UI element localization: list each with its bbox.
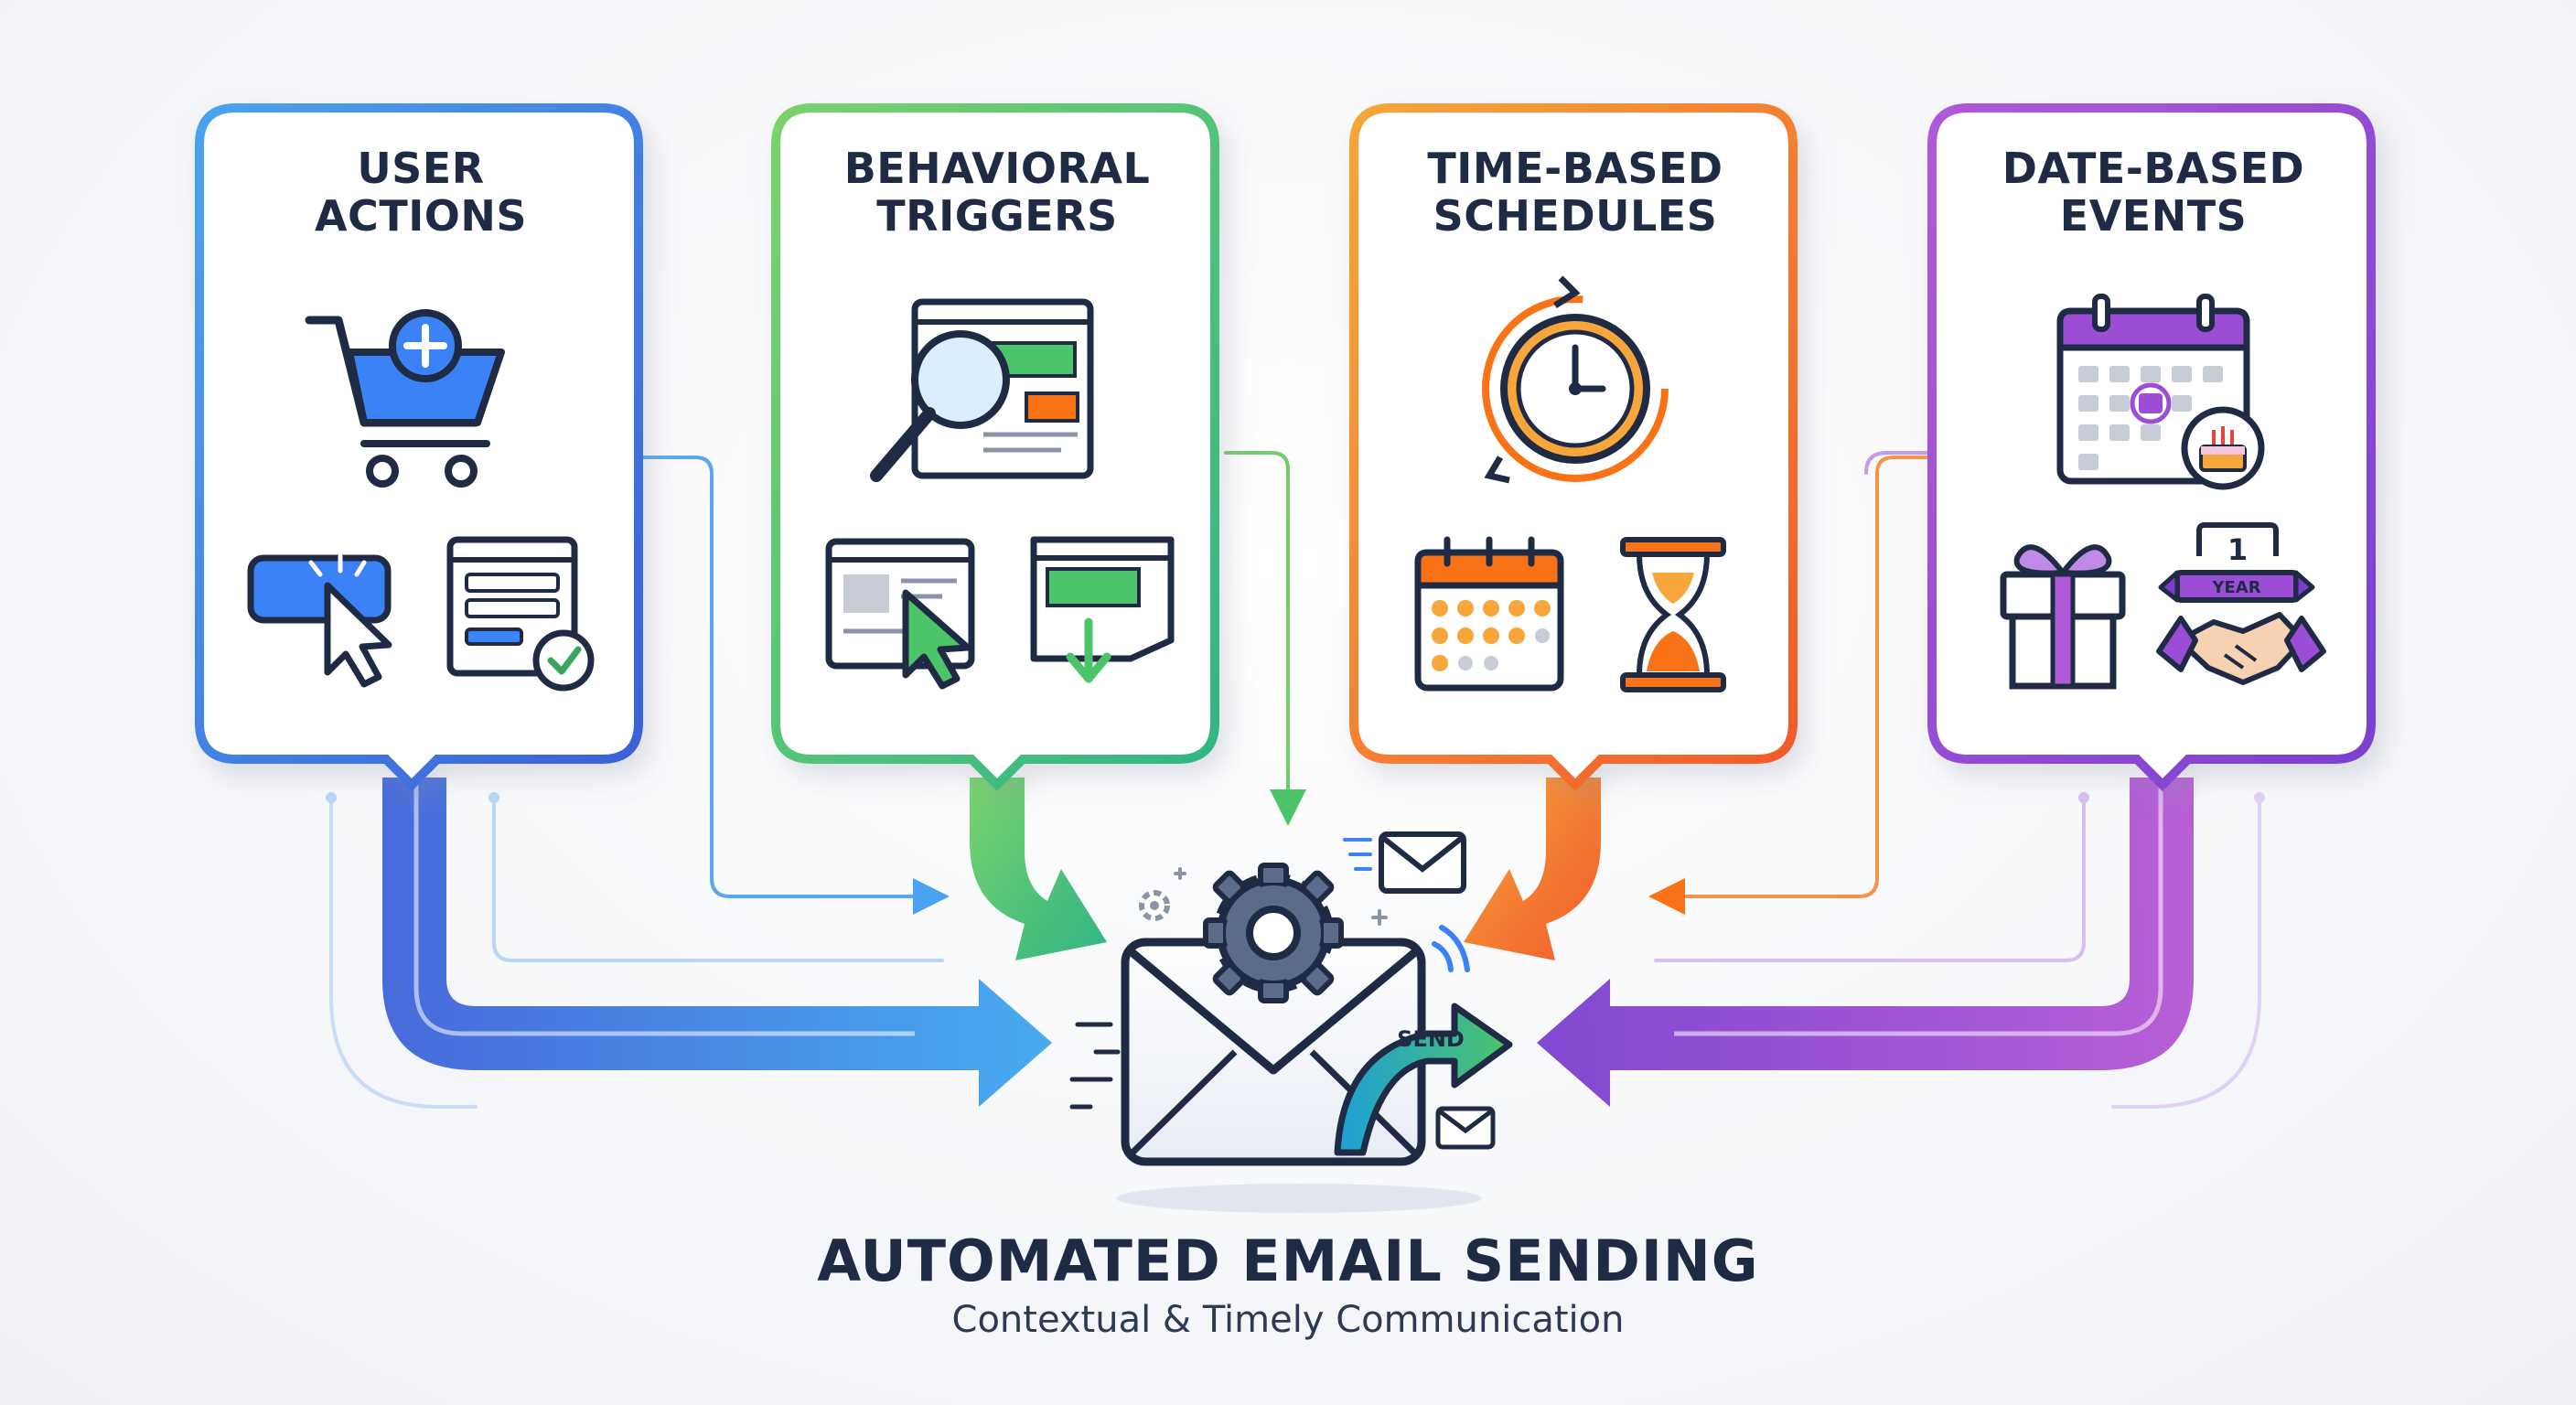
card-behavioral-triggers: [771, 103, 1219, 792]
sparkle-icon: [1174, 867, 1388, 926]
form-submit-icon: [446, 536, 595, 692]
card-title-line2: ACTIONS: [314, 191, 528, 241]
send-label: SEND: [1397, 1026, 1465, 1052]
card-title-behavioral-triggers: BEHAVIORAL TRIGGERS: [759, 145, 1235, 240]
mini-envelope-icon: [1343, 831, 1466, 894]
calendar-checks-icon: [1414, 536, 1564, 692]
card-title-line1: TIME-BASED: [1427, 144, 1723, 193]
clock-cycle-icon: [1482, 275, 1669, 484]
page-click-icon: [825, 538, 975, 690]
hourglass-icon: [1620, 537, 1726, 692]
speed-lines-icon: [1069, 1022, 1121, 1110]
connector-lines: [326, 451, 2265, 1109]
card-user-actions: [195, 103, 643, 792]
gear-icon: [1203, 863, 1344, 1003]
card-title-line2: SCHEDULES: [1433, 191, 1718, 241]
gift-icon: [2000, 544, 2126, 690]
card-title-line1: DATE-BASED: [2002, 144, 2305, 193]
small-gear-icon: [1139, 890, 1170, 921]
card-title-user-actions: USER ACTIONS: [183, 145, 659, 240]
email-hub: [1069, 831, 1513, 1213]
send-arrow-icon: [1334, 1003, 1513, 1156]
card-title-line1: BEHAVIORAL: [843, 144, 1151, 193]
anniversary-label: YEAR: [2212, 578, 2261, 597]
anniversary-handshake-icon: [2156, 522, 2326, 685]
card-title-line2: EVENTS: [2059, 191, 2248, 241]
birthday-calendar-icon: [2056, 294, 2265, 490]
card-date-based-events: [1927, 103, 2376, 792]
page-search-icon: [870, 298, 1094, 482]
card-title-time-based-schedules: TIME-BASED SCHEDULES: [1337, 145, 1813, 240]
card-time-based-schedules: [1349, 103, 1798, 792]
card-title-date-based-events: DATE-BASED EVENTS: [1916, 145, 2391, 240]
flow-arrows: [382, 778, 2194, 1107]
signal-icon: [1432, 925, 1470, 972]
page-title: AUTOMATED EMAIL SENDING: [817, 1228, 1759, 1294]
card-title-line1: USER: [357, 144, 485, 193]
click-button-icon: [247, 553, 392, 688]
mini-envelope-icon-small: [1435, 1106, 1496, 1150]
shopping-cart-add-icon: [305, 309, 505, 488]
anniversary-number: 1: [2227, 532, 2249, 567]
scroll-down-icon: [1030, 536, 1175, 683]
card-title-line2: TRIGGERS: [876, 191, 1118, 241]
page-subtitle: Contextual & Timely Communication: [951, 1299, 1625, 1341]
